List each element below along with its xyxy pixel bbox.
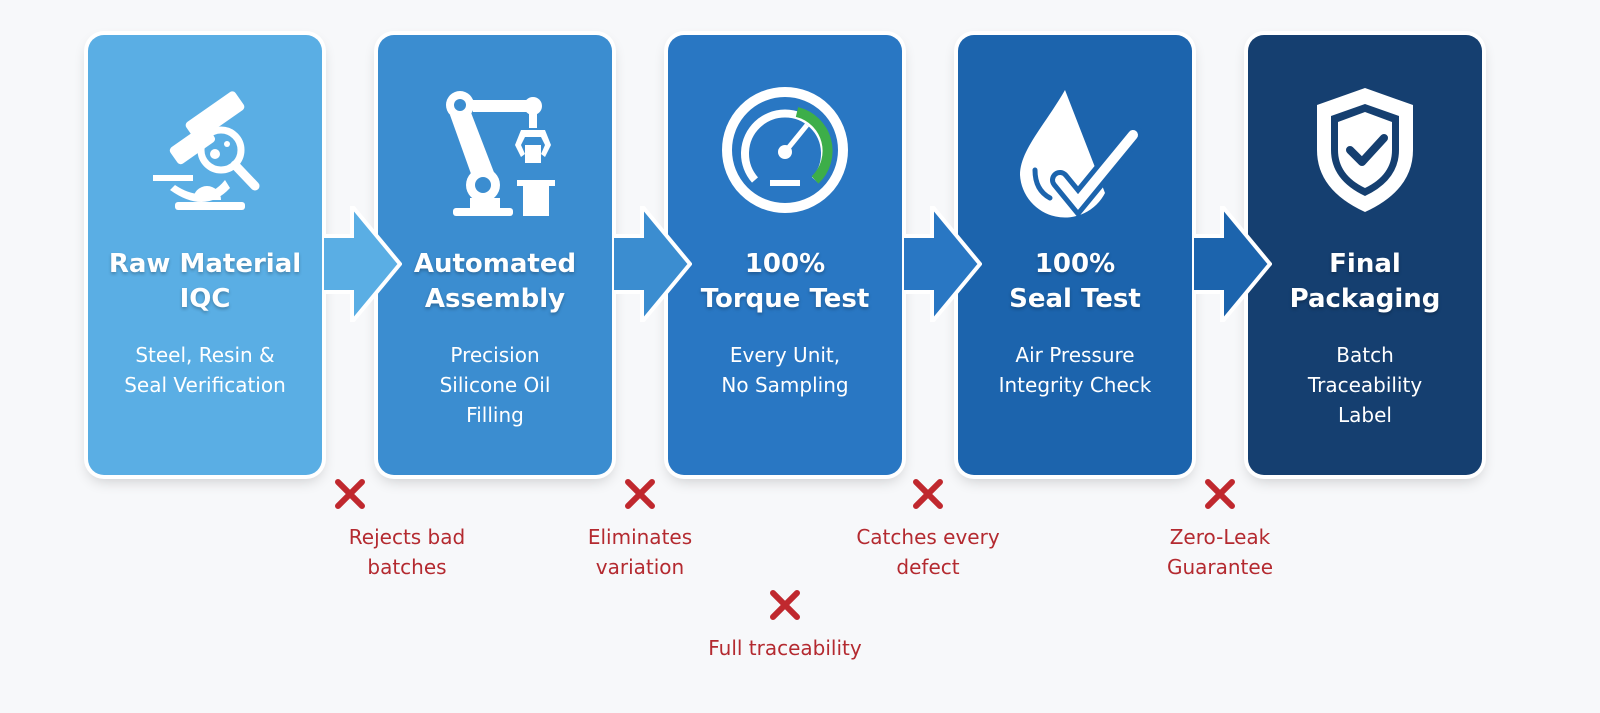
step-desc-line: Traceability [1307,373,1423,397]
flow-arrow [900,200,983,328]
water-drop-check-icon [1005,80,1145,220]
step-title-line: Packaging [1289,284,1441,314]
flow-arrow [320,200,403,328]
gauge-icon [715,80,855,220]
microscope-icon [135,80,275,220]
benefit-line: Eliminates [587,525,693,549]
benefit-label: Eliminates variation [540,522,740,582]
step-desc-line: No Sampling [721,373,849,397]
red-x-icon [910,476,946,512]
red-x-icon [622,476,658,512]
step-title: 100% Torque Test [668,247,902,317]
benefit-line: Catches every [856,525,1000,549]
step-title: 100% Seal Test [958,247,1192,317]
benefit-label: Full traceability [685,633,885,663]
red-x-icon [767,587,803,623]
benefit-line: Rejects bad [348,525,466,549]
benefit-line: Full traceability [708,636,862,660]
benefit-label: Catches every defect [828,522,1028,582]
robot-arm-icon [425,80,565,220]
step-description: Steel, Resin & Seal Verification [88,340,322,400]
flow-arrow [610,200,693,328]
step-title-line: Final [1329,249,1401,279]
step-desc-line: Precision [450,343,540,367]
benefit-line: batches [367,555,447,579]
step-description: Every Unit, No Sampling [668,340,902,400]
step-desc-line: Steel, Resin & [135,343,275,367]
step-title-line: 100% [744,249,826,279]
shield-check-icon [1295,80,1435,220]
benefit-line: variation [595,555,685,579]
step-title-line: IQC [179,284,231,314]
step-title-line: Assembly [424,284,566,314]
step-title-line: Seal Test [1009,284,1141,314]
step-desc-line: Seal Verification [124,373,286,397]
step-desc-line: Filling [466,403,524,427]
process-step-card: 100% Torque Test Every Unit, No Sampling [668,35,902,475]
step-desc-line: Integrity Check [998,373,1152,397]
benefit-label: Rejects bad batches [307,522,507,582]
red-x-icon [332,476,368,512]
flow-arrow [1190,200,1273,328]
red-x-icon [1202,476,1238,512]
step-desc-line: Air Pressure [1015,343,1135,367]
step-title-line: 100% [1034,249,1116,279]
step-title-line: Torque Test [700,284,870,314]
step-desc-line: Silicone Oil [439,373,551,397]
step-desc-line: Every Unit, [729,343,841,367]
step-title-line: Automated [413,249,577,279]
step-desc-line: Batch [1336,343,1394,367]
step-desc-line: Label [1338,403,1392,427]
benefit-line: defect [896,555,960,579]
benefit-line: Zero-Leak [1169,525,1271,549]
step-title-line: Raw Material [108,249,302,279]
benefit-line: Guarantee [1166,555,1274,579]
